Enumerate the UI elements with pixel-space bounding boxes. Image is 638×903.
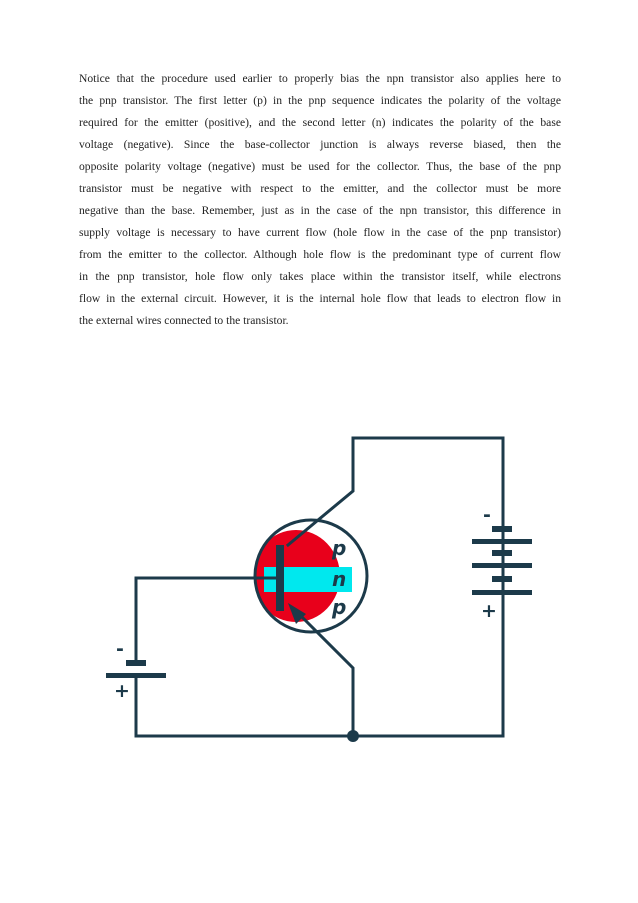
paragraph-line: voltage (negative). Since the base-colle… [79, 138, 561, 151]
right-battery-cell-6 [472, 590, 532, 595]
paragraph-line: the pnp transistor. The first letter (p)… [79, 94, 561, 107]
left-battery-negative-plate [126, 660, 146, 666]
right-battery-negative-sign: - [483, 504, 491, 526]
ground-wire [134, 594, 505, 738]
circuit-wires [134, 436, 505, 738]
paragraph-line: negative than the base. Remember, just a… [79, 204, 561, 217]
right-battery-cell-3 [492, 550, 512, 556]
paragraph-line: in the pnp transistor, hole flow only ta… [79, 270, 561, 283]
right-battery-cell-2 [472, 539, 532, 544]
paragraph-line: opposite polarity voltage (negative) mus… [79, 160, 561, 173]
right-battery-cell-1 [492, 526, 512, 532]
left-battery-positive-sign: + [114, 680, 130, 702]
right-battery: - + [472, 504, 532, 622]
collector-wire [285, 436, 505, 598]
p-label-bottom: p [331, 595, 346, 619]
paragraph-line: transistor must be negative with respect… [79, 182, 561, 195]
paragraph-line: from the emitter to the collector. Altho… [79, 248, 561, 261]
n-label: n [332, 567, 346, 591]
paragraph-line: required for the emitter (positive), and… [79, 116, 561, 129]
junction-node [347, 730, 359, 742]
transistor-envelope [253, 518, 369, 634]
paragraph-line: supply voltage is necessary to have curr… [79, 226, 561, 239]
left-battery-negative-sign: - [116, 638, 124, 660]
paragraph-line: the external wires connected to the tran… [79, 314, 289, 327]
p-label-top: p [331, 536, 346, 560]
right-battery-cell-5 [492, 576, 512, 582]
base-wire [134, 576, 280, 662]
left-battery-positive-plate [106, 673, 166, 678]
body-paragraph: Notice that the procedure used earlier t… [79, 68, 561, 332]
right-battery-cell-4 [472, 563, 532, 568]
base-bar [276, 545, 284, 611]
emitter-arrow-icon [288, 603, 306, 624]
paragraph-line: Notice that the procedure used earlier t… [79, 72, 561, 85]
right-battery-positive-sign: + [481, 600, 497, 622]
paragraph-line: flow in the external circuit. However, i… [79, 292, 561, 305]
left-battery: - + [106, 638, 166, 702]
